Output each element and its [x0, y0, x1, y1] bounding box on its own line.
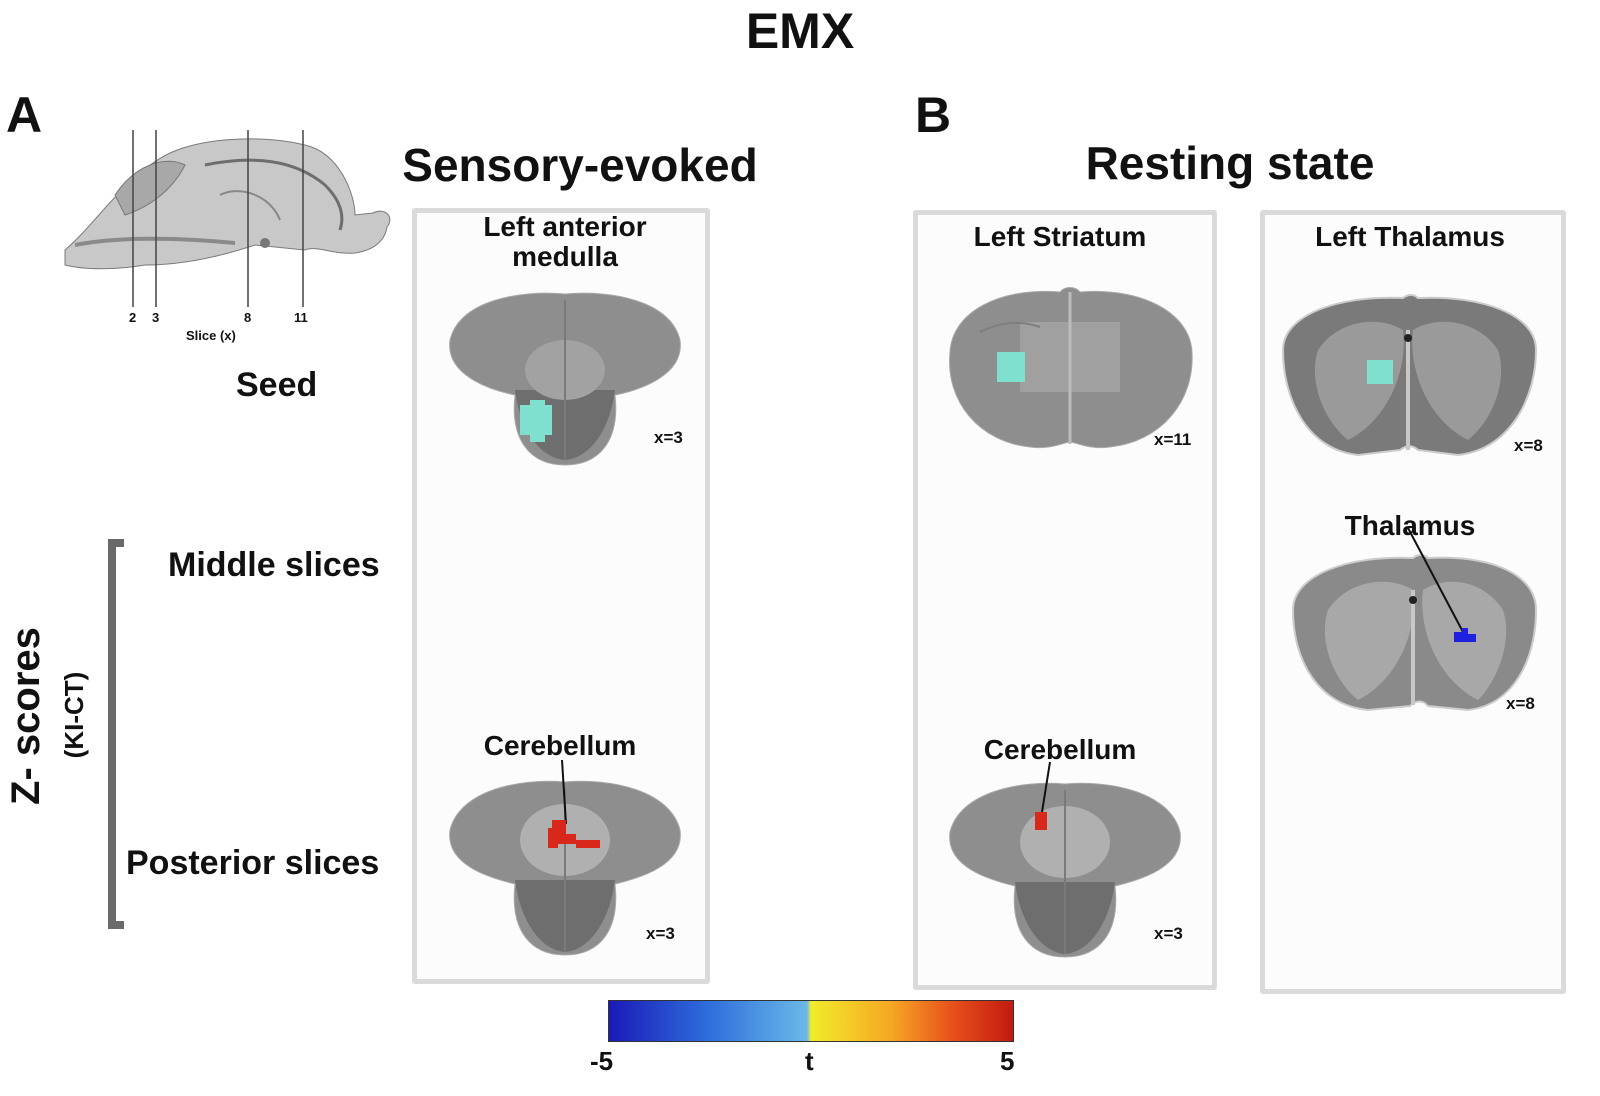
cerebellum-pointer-a: [561, 759, 567, 825]
striatum-seed-slice-label: x=11: [1154, 430, 1192, 449]
striatum-seed-slice: [949, 287, 1193, 449]
middle-slices-label: Middle slices: [168, 546, 380, 584]
t-colorbar: [608, 1000, 1014, 1042]
striatum-posterior-slice-label: x=3: [1154, 924, 1183, 943]
cerebellum-cluster-a: [548, 820, 600, 848]
medulla-seed-slice-label: x=3: [654, 428, 683, 447]
cerebellum-label-a: Cerebellum: [483, 730, 637, 761]
striatum-posterior-slice: [949, 761, 1181, 958]
thalamus-cluster: [1454, 628, 1476, 642]
slice-tick-3: 3: [152, 310, 160, 325]
slice-tick-2: 2: [129, 310, 137, 325]
thalamus-middle-slice-label: x=8: [1506, 694, 1535, 713]
slice-tick-8: 8: [244, 310, 252, 325]
cerebellum-label-b: Cerebellum: [983, 734, 1137, 765]
cerebellum-cluster-b: [1035, 812, 1047, 830]
sagittal-brain-diagram: [64, 130, 391, 307]
medulla-posterior-slice: [449, 759, 681, 956]
left-striatum-title: Left Striatum: [973, 221, 1147, 252]
zscore-axis-sublabel: (KI-CT): [59, 671, 89, 759]
panel-a-letter: A: [6, 87, 43, 143]
left-thalamus-title: Left Thalamus: [1315, 221, 1505, 252]
medulla-seed-slice: [449, 292, 681, 466]
sensory-evoked-heading: Sensory-evoked: [402, 139, 758, 191]
colorbar-mid-label: t: [805, 1046, 814, 1076]
medulla-posterior-slice-label: x=3: [646, 924, 675, 943]
panel-b-letter: B: [915, 87, 952, 143]
posterior-slices-label: Posterior slices: [126, 844, 380, 882]
seed-roi-striatum: [997, 352, 1025, 382]
zscore-axis-label: Z- scores: [4, 627, 48, 805]
slice-axis-title: Slice (x): [186, 328, 236, 343]
thalamus-region-label: Thalamus: [1344, 510, 1476, 541]
seed-roi-medulla: [520, 400, 552, 442]
colorbar-min-label: -5: [590, 1046, 614, 1076]
cerebellum-pointer-b: [1041, 761, 1051, 813]
sagittal-brain-shape: [64, 138, 391, 270]
thalamus-pointer: [1407, 527, 1464, 633]
thalamus-seed-slice-label: x=8: [1514, 436, 1543, 455]
figure-title: EMX: [745, 3, 855, 59]
zscore-bracket: [108, 539, 124, 929]
seed-row-label: Seed: [236, 366, 318, 404]
colorbar-max-label: 5: [1000, 1046, 1015, 1076]
resting-state-heading: Resting state: [1085, 137, 1375, 189]
slice-tick-11: 11: [294, 310, 308, 325]
thalamus-middle-slice: [1291, 527, 1538, 712]
left-anterior-medulla-title: Left anterior medulla: [483, 211, 647, 272]
thalamus-seed-slice: [1281, 294, 1538, 457]
seed-roi-thalamus: [1367, 360, 1393, 384]
